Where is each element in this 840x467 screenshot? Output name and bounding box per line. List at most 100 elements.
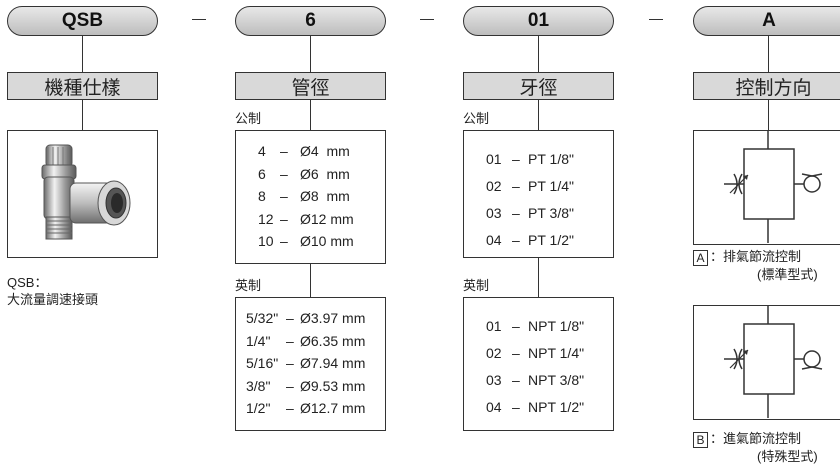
spec-size: Ø12 mm bbox=[300, 210, 354, 227]
spec-separator: – bbox=[286, 310, 294, 326]
spec-separator: – bbox=[280, 143, 288, 159]
connector-line bbox=[310, 264, 311, 297]
control-b-caption: B：進氣節流控制 (特殊型式) bbox=[693, 430, 818, 465]
header-label: 控制方向 bbox=[735, 77, 812, 99]
spec-code: 03 bbox=[486, 205, 502, 221]
spec-size: NPT 3/8" bbox=[528, 372, 585, 388]
header-label: 牙徑 bbox=[519, 77, 558, 99]
spec-size: NPT 1/8" bbox=[528, 318, 585, 334]
header-model-spec: 機種仕樣 bbox=[7, 72, 158, 100]
header-thread-size: 牙徑 bbox=[463, 72, 614, 100]
spec-code: 03 bbox=[486, 372, 502, 388]
spec-code: 8 bbox=[258, 188, 266, 204]
model-caption-code: QSB： bbox=[7, 275, 48, 290]
spec-size: PT 1/8" bbox=[528, 151, 574, 167]
connector-line bbox=[310, 100, 311, 130]
separator-dash bbox=[192, 19, 206, 20]
spec-separator: – bbox=[286, 377, 294, 394]
spec-size: Ø8 mm bbox=[300, 188, 350, 204]
spec-size: Ø6.35 mm bbox=[300, 332, 366, 349]
spec-code: 02 bbox=[486, 178, 502, 194]
spec-size: PT 1/2" bbox=[528, 232, 574, 248]
option-b-tag: B bbox=[693, 431, 708, 448]
spec-separator: – bbox=[512, 205, 520, 221]
control-b-type: (特殊型式) bbox=[757, 448, 818, 464]
spec-separator: – bbox=[512, 178, 520, 194]
code-thread: 01 bbox=[527, 10, 550, 31]
spec-code: 5/32" bbox=[246, 310, 279, 326]
spec-separator: – bbox=[512, 232, 520, 248]
spec-size: Ø9.53 mm bbox=[300, 377, 366, 394]
model-caption: QSB： 大流量調速接頭 bbox=[7, 274, 98, 308]
header-label: 管徑 bbox=[291, 77, 330, 99]
code-control: A bbox=[762, 10, 776, 31]
connector-line bbox=[82, 100, 83, 130]
spec-size: Ø3.97 mm bbox=[300, 310, 366, 326]
control-a-desc: ：排氣節流控制 bbox=[710, 249, 802, 264]
spec-separator: – bbox=[280, 233, 288, 249]
spec-separator: – bbox=[280, 188, 288, 204]
speed-controller-symbol bbox=[724, 131, 823, 243]
spec-size: Ø7.94 mm bbox=[300, 355, 366, 371]
spec-separator: – bbox=[286, 355, 294, 371]
control-a-symbol-box bbox=[693, 130, 840, 245]
spec-size: Ø4 mm bbox=[300, 143, 350, 159]
header-tube-size: 管徑 bbox=[235, 72, 386, 100]
connector-line bbox=[768, 100, 769, 130]
connector-line bbox=[538, 36, 539, 72]
header-control-direction: 控制方向 bbox=[693, 72, 840, 100]
tube-imperial-label: 英制 bbox=[235, 278, 262, 293]
spec-code: 1/2" bbox=[246, 400, 271, 416]
separator-dash bbox=[649, 19, 663, 20]
connector-line bbox=[310, 36, 311, 72]
spec-size: PT 1/4" bbox=[528, 178, 574, 194]
spec-code: 3/8" bbox=[246, 377, 271, 394]
spec-code: 01 bbox=[486, 318, 502, 334]
spec-code: 10 bbox=[258, 233, 274, 249]
thread-imperial-label: 英制 bbox=[463, 278, 490, 293]
separator-dash bbox=[420, 19, 434, 20]
spec-size: Ø6 mm bbox=[300, 165, 350, 182]
product-image-box bbox=[7, 130, 158, 258]
connector-line bbox=[768, 36, 769, 72]
spec-code: 04 bbox=[486, 232, 502, 248]
spec-separator: – bbox=[280, 165, 288, 182]
thread-imperial-box: 01–NPT 1/8"02–NPT 1/4"03–NPT 3/8"04–NPT … bbox=[463, 297, 614, 431]
header-label: 機種仕樣 bbox=[44, 77, 121, 99]
thread-metric-box: 01–PT 1/8"02–PT 1/4"03–PT 3/8"04–PT 1/2" bbox=[463, 130, 614, 258]
spec-separator: – bbox=[286, 400, 294, 416]
speed-controller-symbol bbox=[724, 306, 823, 418]
fitting-image bbox=[41, 144, 131, 240]
spec-size: PT 3/8" bbox=[528, 205, 574, 221]
spec-size: NPT 1/2" bbox=[528, 399, 585, 415]
spec-separator: – bbox=[280, 210, 288, 227]
spec-separator: – bbox=[512, 151, 520, 167]
control-b-desc: ：進氣節流控制 bbox=[710, 431, 802, 446]
spec-separator: – bbox=[286, 332, 294, 349]
spec-code: 4 bbox=[258, 143, 266, 159]
spec-size: Ø10 mm bbox=[300, 233, 354, 249]
control-b-symbol-box bbox=[693, 305, 840, 420]
code-tube: 6 bbox=[305, 10, 316, 31]
code-model: QSB bbox=[61, 10, 104, 31]
spec-separator: – bbox=[512, 372, 520, 388]
spec-code: 01 bbox=[486, 151, 502, 167]
model-caption-desc: 大流量調速接頭 bbox=[7, 292, 99, 307]
control-a-type: (標準型式) bbox=[757, 266, 818, 282]
spec-code: 02 bbox=[486, 345, 502, 361]
spec-size: Ø12.7 mm bbox=[300, 400, 366, 416]
connector-line bbox=[82, 36, 83, 72]
thread-metric-label: 公制 bbox=[463, 111, 490, 126]
spec-code: 12 bbox=[258, 210, 274, 227]
spec-code: 6 bbox=[258, 165, 266, 182]
code-pill-tube: 6 bbox=[235, 6, 386, 36]
spec-size: NPT 1/4" bbox=[528, 345, 585, 361]
spec-separator: – bbox=[512, 345, 520, 361]
spec-code: 04 bbox=[486, 399, 502, 415]
tube-metric-label: 公制 bbox=[235, 111, 262, 126]
code-pill-model: QSB bbox=[7, 6, 158, 36]
code-pill-control: A bbox=[693, 6, 840, 36]
control-a-caption: A：排氣節流控制 (標準型式) bbox=[693, 248, 818, 283]
